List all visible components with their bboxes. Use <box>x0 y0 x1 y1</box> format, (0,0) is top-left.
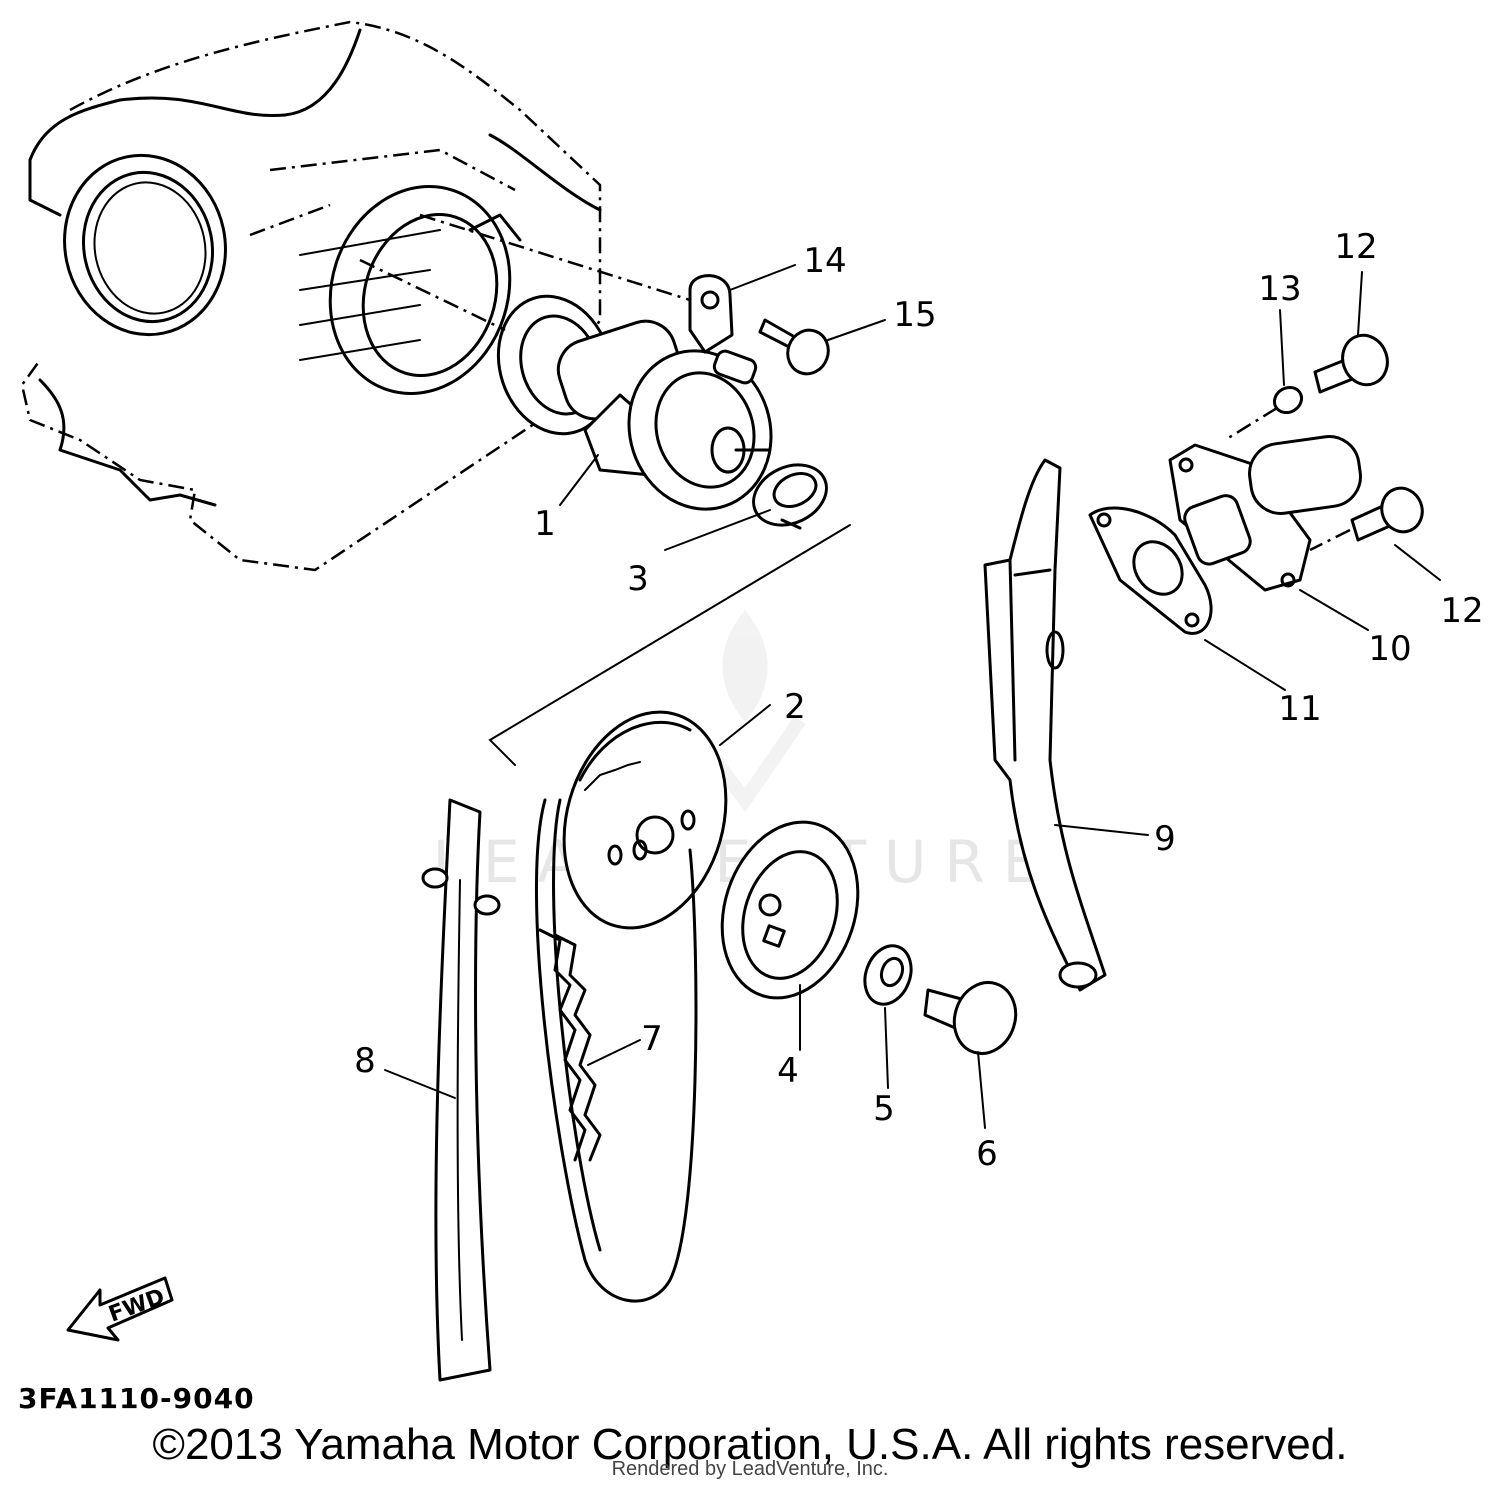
callout-11: 11 <box>1278 689 1321 729</box>
circlip <box>752 463 828 530</box>
bolt-15 <box>758 318 830 376</box>
sprocket-plate <box>720 820 860 1000</box>
cam-sprocket <box>562 710 728 930</box>
callout-13: 13 <box>1258 269 1301 309</box>
bracket <box>359 213 734 354</box>
rendered-by-credit: Rendered by LeadVenture, Inc. <box>611 1458 889 1480</box>
callout-4: 4 <box>777 1051 799 1091</box>
chain-guide <box>421 798 501 1382</box>
callout-5: 5 <box>873 1089 895 1129</box>
bolt-12-upper <box>1313 333 1389 394</box>
cam-chain <box>534 798 698 1303</box>
callout-9: 9 <box>1154 819 1176 859</box>
leader-lines <box>384 264 1441 1129</box>
forward-arrow-icon: FWD <box>66 1276 174 1342</box>
callout-12a: 12 <box>1440 591 1483 631</box>
callout-8: 8 <box>354 1041 376 1081</box>
camshaft <box>496 294 773 511</box>
callout-labels: 1 2 3 4 5 6 7 8 9 10 11 12 12 13 14 15 <box>354 227 1483 1174</box>
copyright-notice: ©2013 Yamaha Motor Corporation, U.S.A. A… <box>152 1420 1348 1469</box>
callout-12b: 12 <box>1334 227 1377 267</box>
tensioner-assembly <box>1168 435 1362 592</box>
callout-2: 2 <box>784 687 806 727</box>
callout-1: 1 <box>534 504 556 544</box>
bolt-12-lower <box>1309 486 1424 552</box>
callout-15: 15 <box>893 295 936 335</box>
washer-5 <box>863 944 913 1006</box>
assembly-bracket-line <box>488 524 851 766</box>
callout-7: 7 <box>641 1019 663 1059</box>
gasket <box>1088 506 1213 635</box>
cylinder-head-outline <box>20 20 602 572</box>
diagram-code: 3FA1110-9040 <box>18 1382 255 1415</box>
callout-14: 14 <box>803 241 846 281</box>
callout-6: 6 <box>976 1134 998 1174</box>
washer-13 <box>1224 385 1304 442</box>
callout-3: 3 <box>627 559 649 599</box>
tensioner-guide <box>983 458 1107 992</box>
callout-10: 10 <box>1368 629 1411 669</box>
bolt-6 <box>923 981 1018 1055</box>
